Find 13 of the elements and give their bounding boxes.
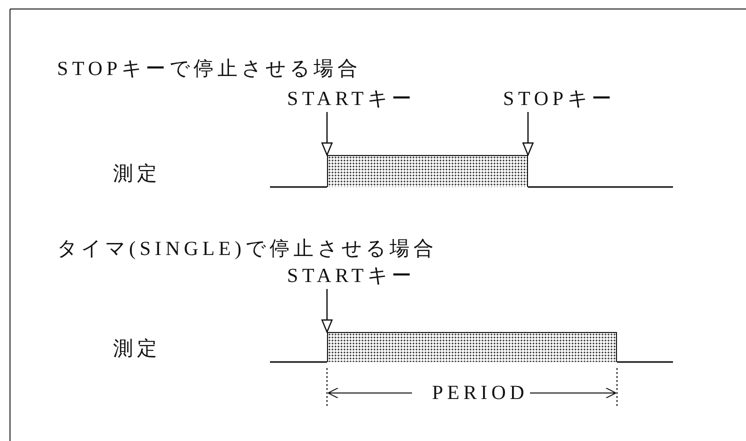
signal-label: 測定 [113, 163, 161, 185]
key-label: STARTキー [287, 265, 416, 287]
key-label: STARTキー [287, 88, 416, 110]
section-heading: タイマ(SINGLE)で停止させる場合 [57, 238, 438, 260]
signal-label: 測定 [113, 338, 161, 360]
pulse-bar [327, 332, 617, 362]
section-heading: STOPキーで停止させる場合 [57, 58, 362, 80]
arrow [321, 289, 333, 333]
dimension-label: PERIOD [432, 382, 528, 404]
arrow [522, 112, 534, 156]
pulse-bar [327, 155, 528, 187]
key-label: STOPキー [503, 88, 616, 110]
arrow [321, 112, 333, 156]
